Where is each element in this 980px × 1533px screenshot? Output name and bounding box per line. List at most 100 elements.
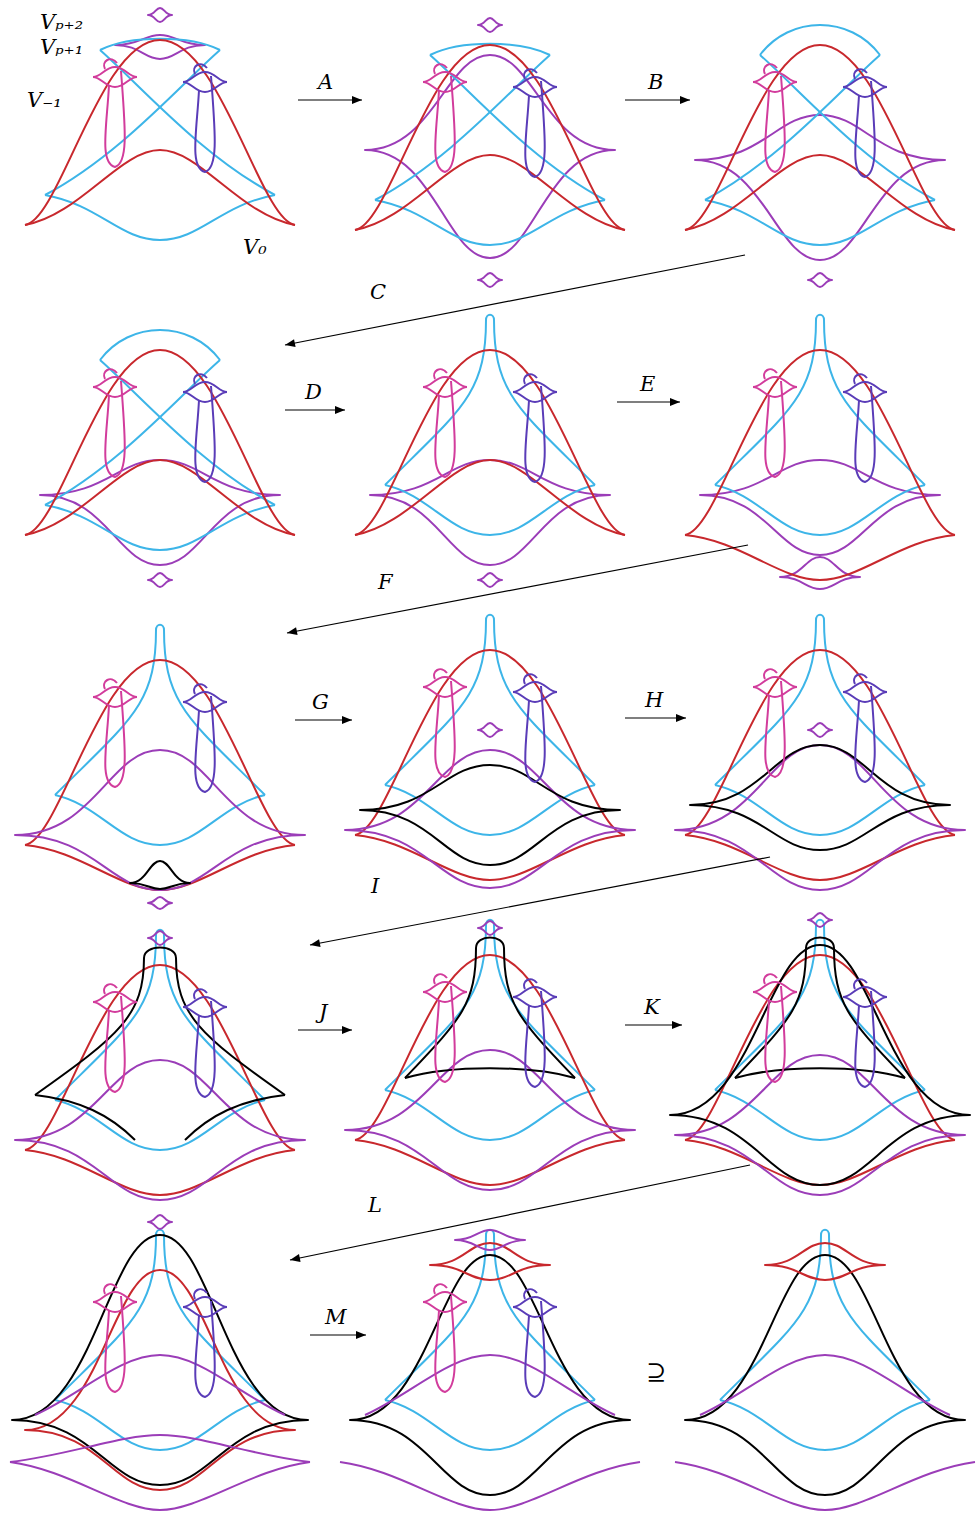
knot-loop [513, 1289, 557, 1397]
front-strand [148, 8, 172, 22]
knot-loop [93, 369, 137, 477]
front-strand [720, 1400, 930, 1450]
front-strand [365, 1355, 615, 1415]
front-strand [685, 155, 955, 230]
front-strand [360, 765, 620, 865]
knot-loop [93, 59, 137, 167]
front-strand [504, 948, 575, 1078]
front-strand [715, 320, 816, 485]
arrow-head [310, 939, 321, 947]
front-strand [695, 115, 945, 260]
front-strand [35, 1095, 135, 1140]
front-panel [355, 315, 625, 587]
front-strand [780, 557, 860, 589]
front-strand [148, 1215, 172, 1229]
knot-loop [753, 669, 797, 777]
knot-loop [183, 684, 227, 792]
front-strand [478, 921, 502, 935]
front-strand [355, 155, 625, 230]
front-strand [148, 931, 172, 945]
front-strand [385, 925, 486, 1090]
front-strand [55, 795, 265, 845]
front-strand [45, 505, 275, 550]
arrow-head [680, 96, 690, 104]
front-strand [670, 945, 970, 1185]
front-strand [25, 660, 295, 845]
step-letter: F [378, 572, 393, 593]
front-panel [340, 1230, 640, 1510]
front-label: Vₚ₊₁ [40, 37, 83, 58]
front-strand [345, 1050, 635, 1190]
front-strand [494, 320, 595, 485]
knot-loop [93, 1284, 137, 1392]
knot-loop [183, 64, 227, 172]
arrow-head [285, 339, 296, 347]
step-letter: H [645, 690, 663, 711]
front-strand [355, 835, 625, 880]
step-letter: D [305, 382, 322, 403]
front-strand [144, 948, 176, 959]
step-arrow [285, 255, 745, 345]
knot-loop [843, 69, 887, 177]
front-strand [685, 535, 955, 580]
front-strand [715, 1090, 925, 1140]
front-strand [25, 845, 295, 890]
front-label: V₋₁ [27, 90, 62, 111]
front-panel [10, 1215, 310, 1510]
front-strand [690, 745, 950, 850]
front-strand [715, 785, 925, 835]
front-strand [55, 1235, 156, 1400]
front-strand [808, 273, 832, 287]
front-strand [355, 45, 625, 230]
front-strand [164, 935, 265, 1100]
front-strand [735, 1068, 905, 1078]
front-strand [486, 315, 494, 320]
step-arrow [310, 857, 770, 945]
front-strand [10, 1435, 310, 1462]
front-strand [25, 150, 295, 225]
knot-loop [513, 674, 557, 782]
front-strand [45, 195, 275, 240]
front-strand [455, 1230, 525, 1250]
front-strand [156, 625, 164, 630]
step-arrow [290, 1165, 750, 1260]
front-strand [735, 948, 806, 1078]
front-strand [15, 750, 305, 890]
front-strand [15, 1060, 305, 1200]
front-strand [685, 350, 955, 535]
front-strand [164, 630, 265, 795]
front-strand [829, 1235, 930, 1400]
front-strand [765, 1243, 885, 1280]
front-strand [55, 935, 156, 1100]
front-strand [385, 785, 595, 835]
front-strand [478, 273, 502, 287]
front-strand [385, 620, 486, 785]
knot-loop [513, 374, 557, 482]
front-strand [355, 955, 625, 1140]
front-strand [834, 948, 905, 1078]
front-strand [675, 745, 965, 890]
step-letter: A [318, 72, 333, 93]
front-panel [685, 25, 955, 287]
front-strand [25, 1150, 295, 1195]
front-strand [100, 330, 220, 360]
knot-loop [423, 669, 467, 777]
front-strand [35, 1355, 285, 1415]
front-strand [10, 1462, 310, 1510]
knot-loop [423, 1284, 467, 1392]
front-strand [375, 200, 605, 245]
knot-loop [513, 69, 557, 177]
step-letter: K [644, 997, 660, 1018]
front-strand [25, 460, 295, 535]
front-strand [148, 897, 172, 909]
front-strand [685, 1140, 955, 1185]
front-strand [675, 1462, 975, 1510]
knot-loop [183, 374, 227, 482]
front-strand [355, 460, 625, 535]
front-strand [715, 485, 925, 535]
front-panel [670, 913, 970, 1195]
knot-loop [423, 369, 467, 477]
knot-loop [93, 984, 137, 1092]
front-panel [345, 920, 635, 1190]
